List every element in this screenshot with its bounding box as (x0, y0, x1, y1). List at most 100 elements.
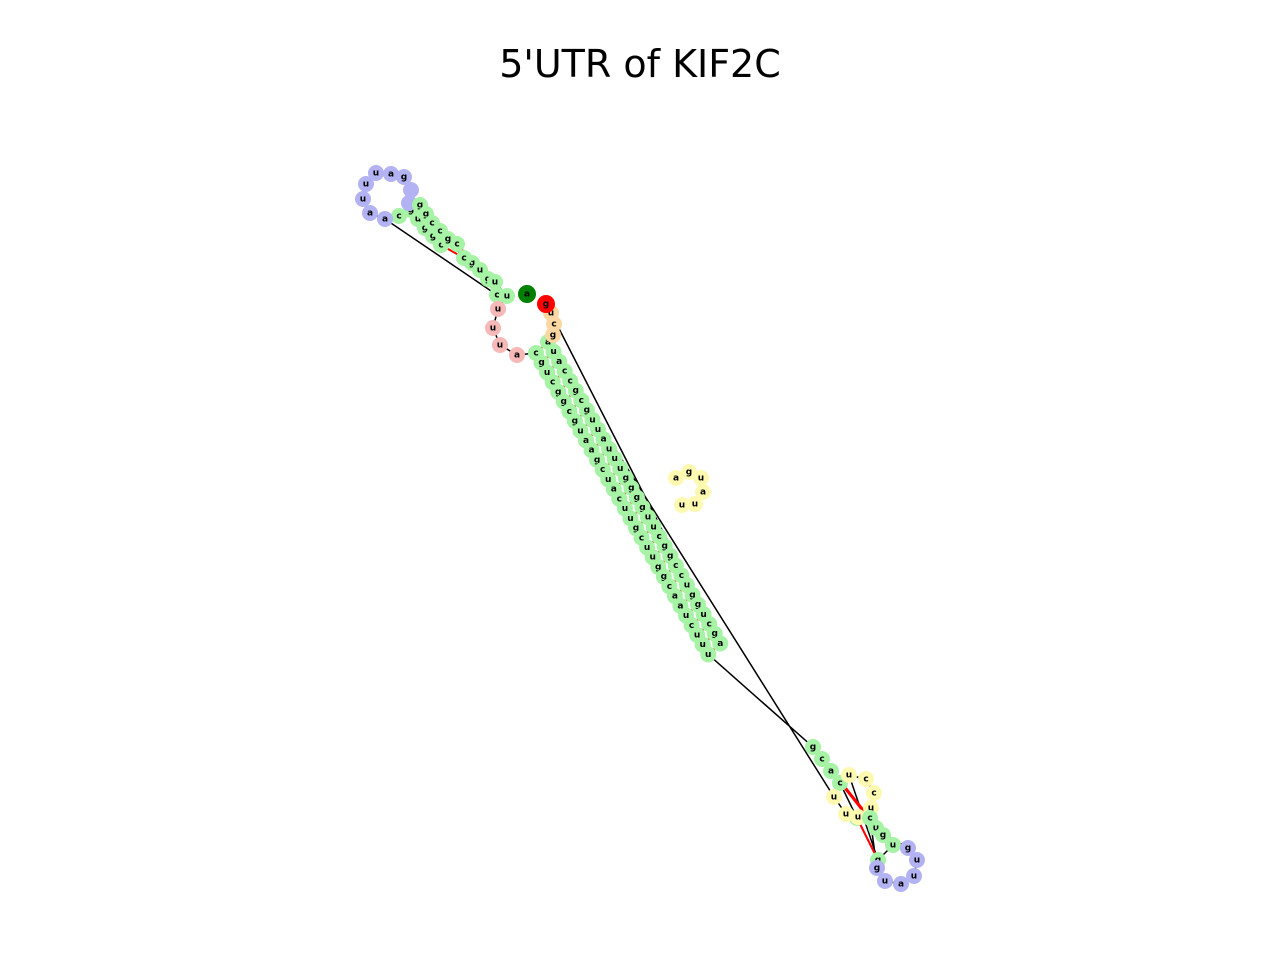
nucleotide-letter: g (417, 201, 423, 211)
nucleotide-letter: g (445, 235, 451, 245)
nucleotide-letter: a (382, 215, 388, 225)
nucleotide-letter: g (623, 474, 629, 484)
nucleotide-circle (850, 809, 866, 825)
nucleotide-letter: a (388, 170, 394, 180)
nucleotide-letter: a (673, 474, 679, 484)
three-prime-end: g (537, 295, 555, 313)
nucleotide-letter: u (700, 610, 706, 620)
nucleotide-letter: u (617, 464, 623, 474)
nucleotide-letter: c (429, 219, 434, 229)
nucleotide-letter: g (561, 397, 567, 407)
nucleotide-letter: g (695, 600, 701, 610)
nucleotide-letter: g (880, 831, 886, 841)
nucleotide-letter: g (422, 224, 428, 234)
stem-nucleotide: u (487, 274, 503, 290)
nucleotide-circle (866, 785, 882, 801)
nucleotide-letter: g (711, 629, 717, 639)
nucleotide-letter: a (717, 639, 723, 649)
nucleotide-circle (518, 285, 536, 303)
nucleotide-letter: g (661, 572, 667, 582)
stem-nucleotide: a (823, 763, 839, 779)
nucleotide-letter: u (477, 266, 483, 276)
bulge-loop-nucleotide: a (668, 470, 684, 486)
nucleotide-letter: c (579, 396, 584, 406)
nucleotide-letter: g (550, 331, 556, 341)
nucleotide-circle (687, 496, 703, 512)
hairpin-loop-nucleotide: u (906, 868, 922, 884)
nucleotide-letter: a (677, 601, 683, 611)
stem-nucleotide: g (440, 231, 456, 247)
nucleotide-letter: u (679, 501, 685, 511)
nucleotide-letter: a (583, 436, 589, 446)
nucleotide-letter: u (692, 500, 698, 510)
nucleotide-letter: u (490, 324, 496, 334)
nucleotide-letter: u (373, 169, 379, 179)
nucleotide-letter: u (705, 650, 711, 660)
nucleotide-letter: g (469, 259, 475, 269)
nucleotide-letter: g (686, 468, 692, 478)
nucleotide-letter: c (689, 621, 694, 631)
nucleotide-letter: a (556, 357, 562, 367)
nucleotide-circle (823, 763, 839, 779)
nucleotide-letter: c (617, 494, 622, 504)
nucleotide-letter: c (863, 775, 868, 785)
nucleotide-circle (838, 806, 854, 822)
nucleotide-circle (909, 852, 925, 868)
nucleotide-circle (877, 873, 893, 889)
nucleotide-letter: u (843, 810, 849, 820)
nucleotide-letter: u (650, 522, 656, 532)
page-title: 5'UTR of KIF2C (499, 42, 781, 86)
bulge-loop-nucleotide: a (695, 484, 711, 500)
nucleotide-letter: u (595, 425, 601, 435)
nucleotide-letter: u (622, 504, 628, 514)
nucleotide-letter: g (573, 386, 579, 396)
nucleotide-circle (826, 789, 842, 805)
nucleotide-letter: g (639, 503, 645, 513)
nucleotide-letter: c (667, 582, 672, 592)
nucleotide-letter: u (492, 278, 498, 288)
bulge-loop-nucleotide: g (681, 464, 697, 480)
nucleotide-circle (681, 464, 697, 480)
nucleotide-letter: u (890, 841, 896, 851)
nucleotide-letter: g (634, 493, 640, 503)
nucleotide-circle (490, 301, 506, 317)
nucleotide-letter: u (645, 513, 651, 523)
five-prime-end: a (518, 285, 536, 303)
nucleotide-letter: g (584, 406, 590, 416)
nucleotide-circle (893, 876, 909, 892)
nucleotide-letter: c (679, 571, 684, 581)
nucleotide-letter: g (628, 483, 634, 493)
nucleotide-letter: g (430, 232, 436, 242)
nucleotide-letter: u (360, 195, 366, 205)
nucleotide-letter: a (589, 446, 595, 456)
nucleotide-letter: c (819, 755, 824, 765)
nucleotide-circle (693, 470, 709, 486)
nucleotide-letter: u (606, 444, 612, 454)
nucleotide-circle (875, 827, 891, 843)
nucleotide-letter: a (545, 338, 551, 348)
nucleotide-letter: u (914, 856, 920, 866)
nucleotide-letter: c (656, 532, 661, 542)
nucleotide-letter: c (706, 620, 711, 630)
nucleotide-circle (545, 327, 561, 343)
hairpin-loop-nucleotide: u (909, 852, 925, 868)
nucleotide-circle (841, 767, 857, 783)
nucleotide-letter: g (810, 743, 816, 753)
nucleotide-circle (805, 739, 821, 755)
nucleotide-circle (712, 635, 729, 652)
nucleotide-letter: u (497, 341, 503, 351)
nucleotide-letter: u (699, 640, 705, 650)
nucleotide-letter: u (495, 305, 501, 315)
nucleotide-letter: u (550, 347, 556, 357)
nucleotide-letter: u (649, 553, 655, 563)
nucleotide-letter: c (562, 367, 567, 377)
hairpin-loop-nucleotide: g (900, 840, 916, 856)
nucleotide-letter: a (601, 435, 607, 445)
nucleotide-letter: u (882, 877, 888, 887)
hairpin-loop-nucleotide: u (877, 873, 893, 889)
nucleotide-circle (396, 169, 412, 185)
multiloop-nucleotide: a (509, 347, 525, 363)
unpaired-nucleotide: g (545, 327, 561, 343)
nucleotide-letter: a (898, 880, 904, 890)
nucleotide-letter: c (533, 349, 538, 359)
